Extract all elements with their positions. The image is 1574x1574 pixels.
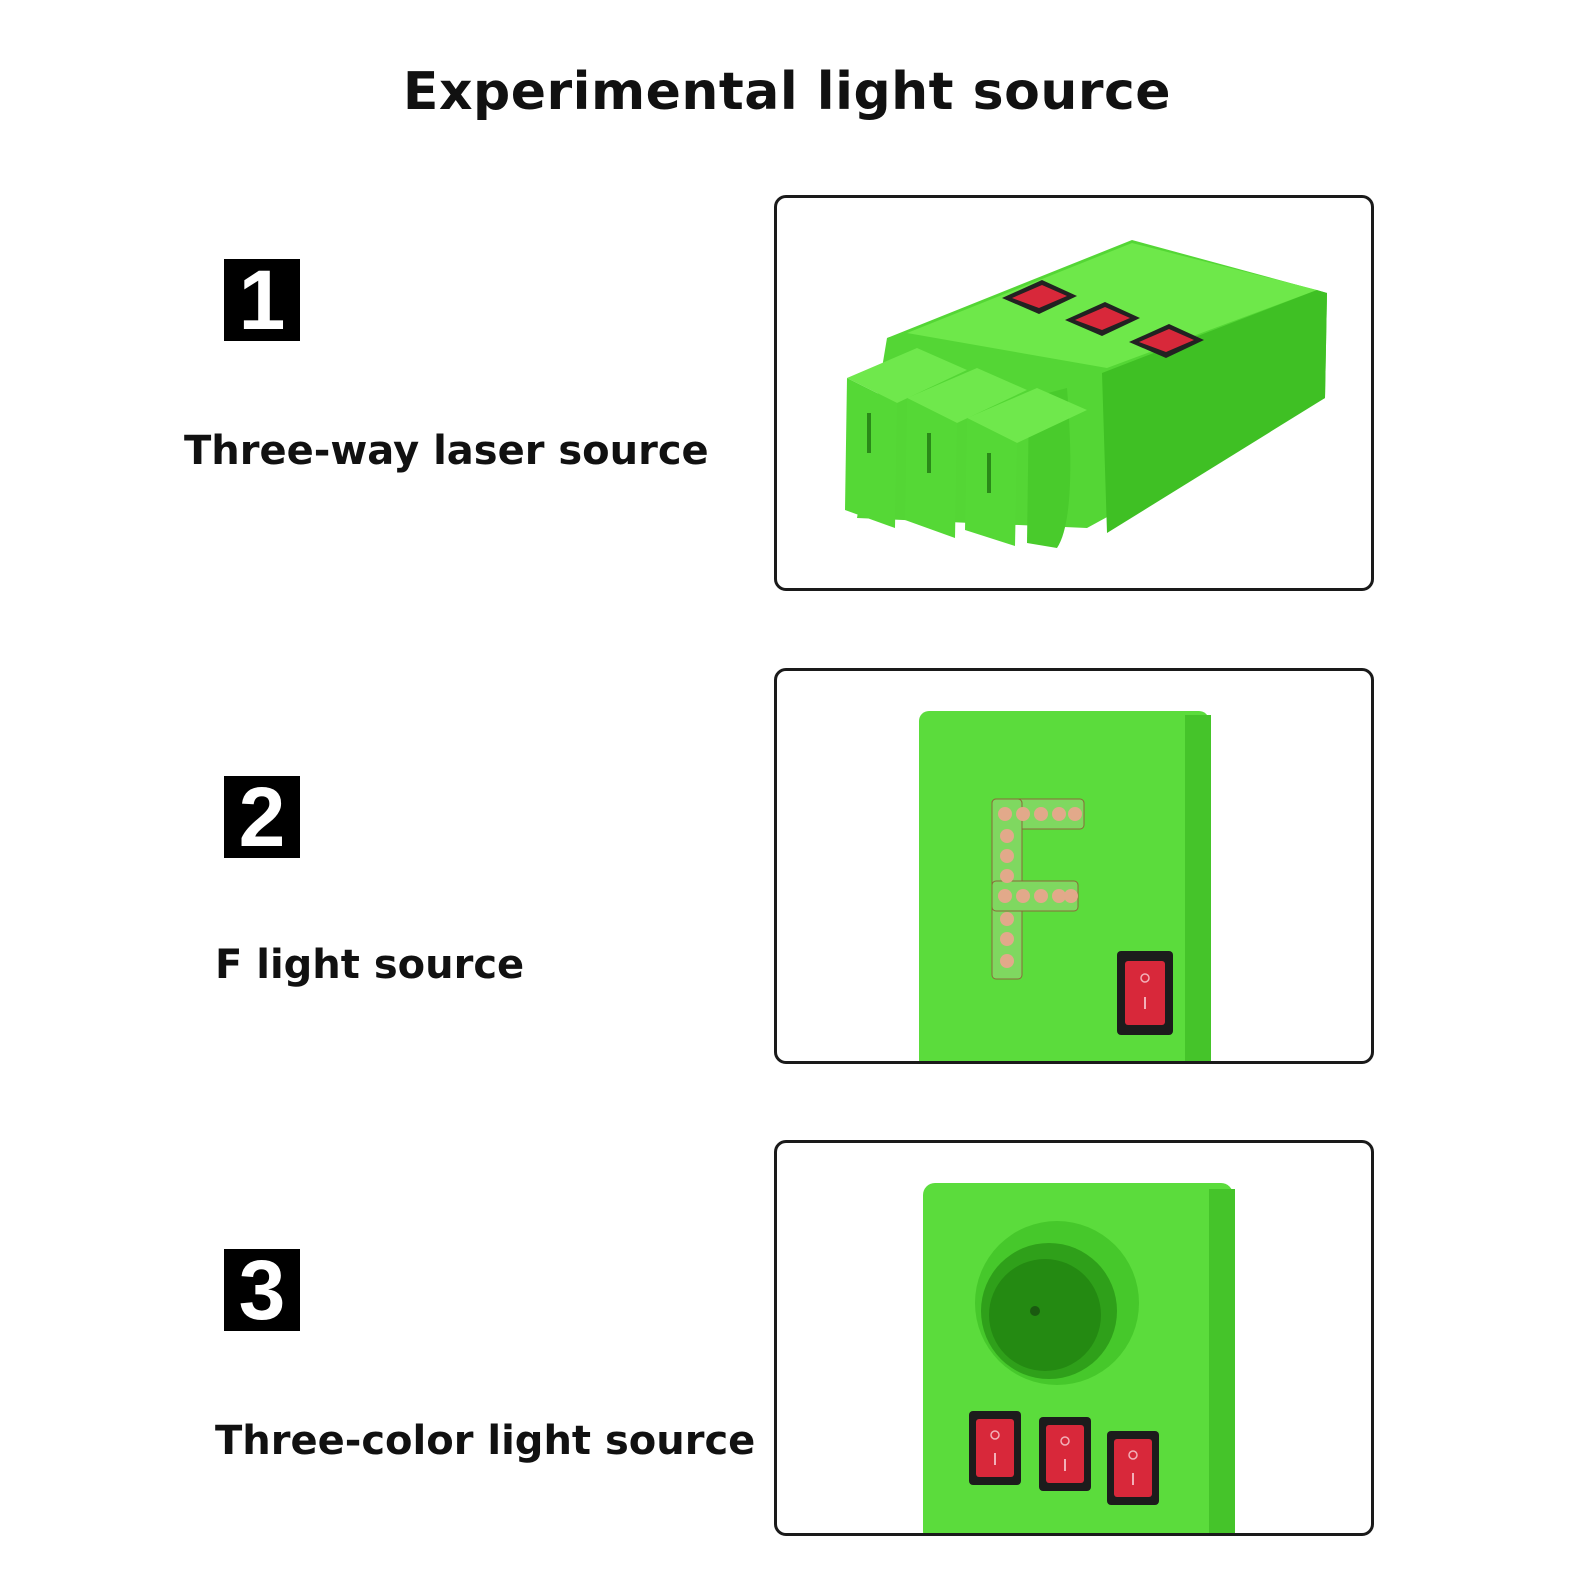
step-number-3: 3 bbox=[224, 1248, 300, 1332]
step-number-2: 2 bbox=[224, 775, 300, 859]
item-label-three-color-light: Three-color light source bbox=[215, 1418, 756, 1464]
product-image-three-color-light bbox=[774, 1140, 1374, 1536]
product-image-f-light bbox=[774, 668, 1374, 1064]
item-label-three-way-laser: Three-way laser source bbox=[184, 428, 709, 474]
product-image-three-way-laser bbox=[774, 195, 1374, 591]
page-title: Experimental light source bbox=[402, 62, 1172, 122]
item-label-f-light: F light source bbox=[215, 942, 525, 988]
step-number-1: 1 bbox=[224, 258, 300, 342]
